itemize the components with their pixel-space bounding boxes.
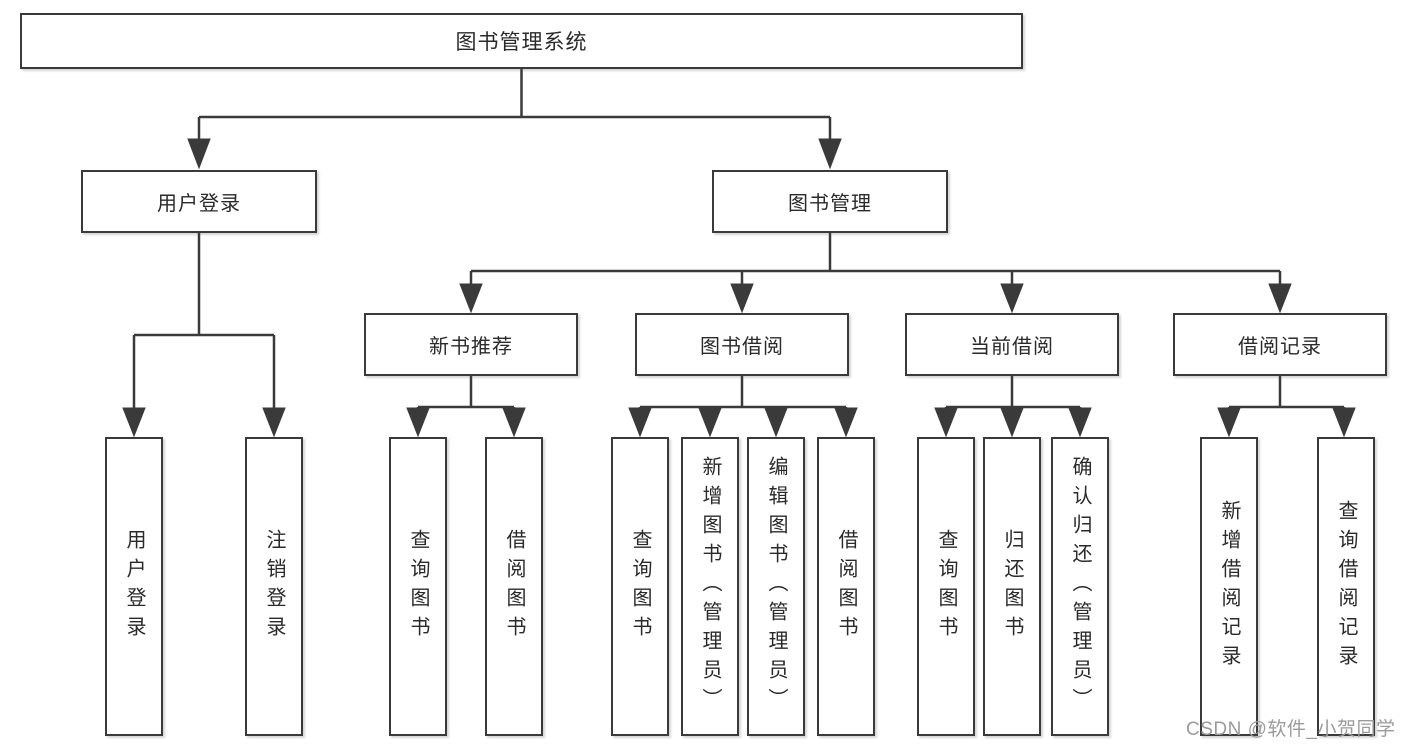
leaf-edit-book-admin: 编辑图书（管理员）	[747, 437, 805, 736]
node-label: 用户登录	[123, 528, 145, 645]
node-label: 查询图书	[935, 528, 957, 645]
arrow-down-icon	[1268, 283, 1292, 314]
arrow-down-icon	[834, 407, 858, 438]
leaf-logout-login: 注销登录	[245, 437, 303, 736]
leaf-return-book: 归还图书	[983, 437, 1041, 736]
leaf-user-login: 用户登录	[105, 437, 163, 736]
arrow-down-icon	[1000, 283, 1024, 314]
node-label: 用户登录	[157, 193, 241, 215]
node-label: 新增借阅记录	[1218, 499, 1240, 674]
node-new-book-recommend: 新书推荐	[364, 313, 578, 376]
node-borrow-records: 借阅记录	[1173, 313, 1387, 376]
leaf-borrow-books: 借阅图书	[817, 437, 875, 736]
connector-line	[197, 69, 832, 141]
node-label: 图书管理	[788, 193, 872, 215]
arrow-down-icon	[764, 407, 788, 438]
node-label: 查询借阅记录	[1335, 499, 1357, 674]
leaf-borrow-books-recommend: 借阅图书	[485, 437, 543, 736]
arrow-down-icon	[406, 407, 430, 438]
node-library-management-system: 图书管理系统	[20, 13, 1023, 69]
connector-line	[416, 376, 516, 410]
arrow-down-icon	[934, 407, 958, 438]
node-label: 借阅图书	[835, 528, 857, 645]
arrow-down-icon	[459, 283, 483, 314]
connector-line	[638, 376, 848, 410]
node-label: 新书推荐	[429, 336, 513, 358]
arrow-down-icon	[1332, 407, 1356, 438]
node-label: 编辑图书（管理员）	[765, 456, 787, 717]
node-label: 注销登录	[263, 528, 285, 645]
node-user-login: 用户登录	[81, 170, 317, 233]
node-label: 图书借阅	[700, 336, 784, 358]
leaf-query-books-recommend: 查询图书	[389, 437, 447, 736]
arrow-down-icon	[1217, 407, 1241, 438]
leaf-query-books-current: 查询图书	[917, 437, 975, 736]
arrow-down-icon	[1068, 407, 1092, 438]
connector-line	[132, 233, 276, 409]
arrow-down-icon	[730, 283, 754, 314]
node-current-borrow: 当前借阅	[905, 313, 1119, 376]
arrow-down-icon	[502, 407, 526, 438]
leaf-query-borrow-record: 查询借阅记录	[1317, 437, 1375, 736]
connector-line	[469, 233, 1282, 285]
arrow-down-icon	[1000, 407, 1024, 438]
node-label: 查询图书	[629, 528, 651, 645]
leaf-add-borrow-record: 新增借阅记录	[1200, 437, 1258, 736]
arrow-down-icon	[818, 138, 842, 170]
connector-line	[1227, 376, 1346, 410]
arrow-down-icon	[262, 407, 286, 438]
arrow-down-icon	[122, 407, 146, 438]
connector-line	[944, 376, 1082, 410]
leaf-query-books-borrow: 查询图书	[611, 437, 669, 736]
arrow-down-icon	[187, 138, 211, 170]
node-label: 确认归还（管理员）	[1069, 456, 1091, 717]
node-label: 借阅记录	[1238, 336, 1322, 358]
leaf-add-book-admin: 新增图书（管理员）	[681, 437, 739, 736]
arrow-down-icon	[628, 407, 652, 438]
node-book-borrow: 图书借阅	[635, 313, 849, 376]
node-label: 借阅图书	[503, 528, 525, 645]
csdn-watermark: CSDN @软件_小贺同学	[1186, 719, 1396, 740]
node-label: 新增图书（管理员）	[699, 456, 721, 717]
node-book-management: 图书管理	[712, 170, 948, 233]
arrow-down-icon	[698, 407, 722, 438]
leaf-confirm-return-admin: 确认归还（管理员）	[1051, 437, 1109, 736]
node-label: 当前借阅	[970, 336, 1054, 358]
node-label: 图书管理系统	[455, 31, 588, 54]
node-label: 查询图书	[407, 528, 429, 645]
node-label: 归还图书	[1001, 528, 1023, 645]
